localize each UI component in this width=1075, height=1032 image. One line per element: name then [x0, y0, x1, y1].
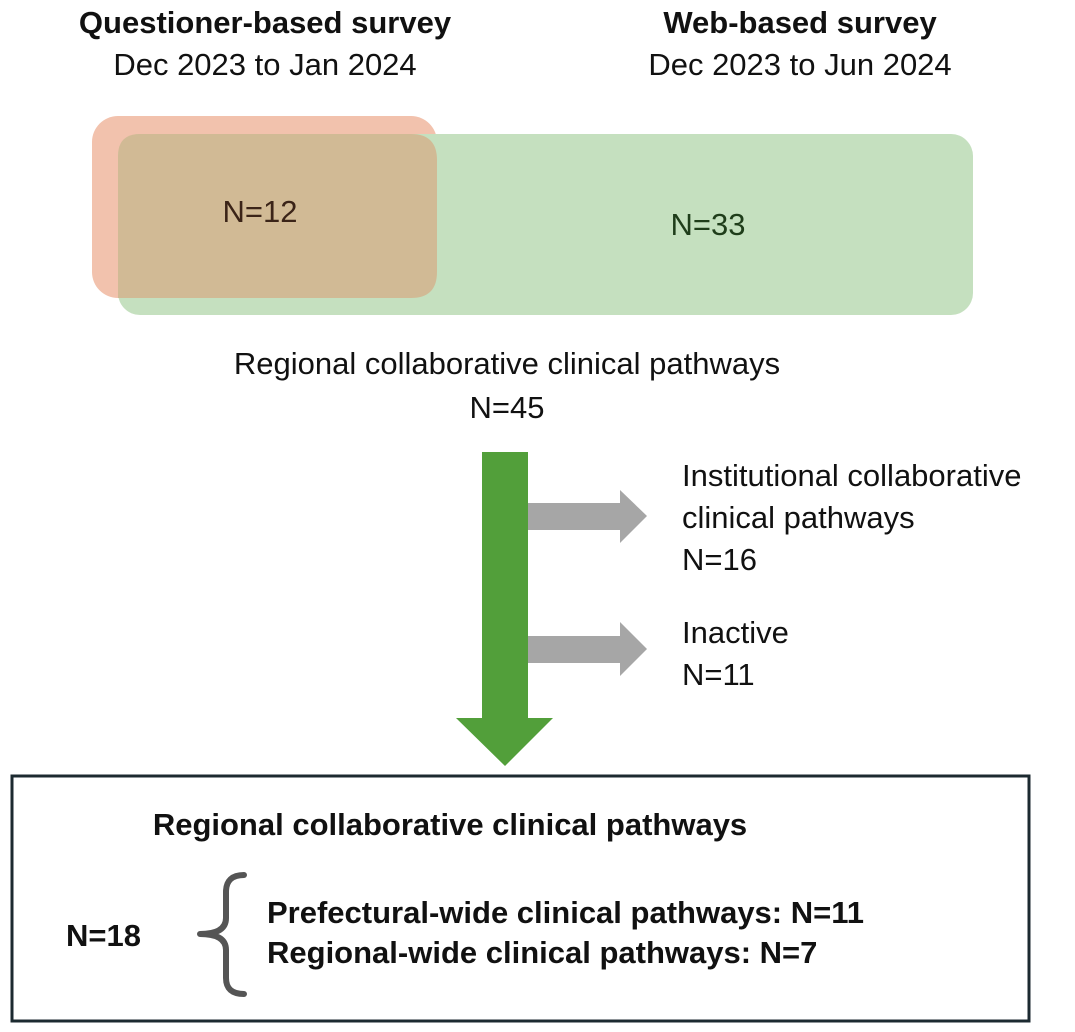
result-item-prefectural: Prefectural-wide clinical pathways: N=11	[267, 895, 864, 930]
questioner-survey-title: Questioner-based survey	[78, 5, 452, 40]
result-box	[10, 774, 1031, 1023]
overlap-region	[118, 134, 437, 298]
total-count: N=45	[469, 390, 545, 425]
exclusion-arrow-inactive	[528, 622, 647, 676]
excluded-inactive-label: Inactive	[682, 615, 789, 650]
excluded-inactive-count: N=11	[682, 657, 755, 692]
result-item-regional: Regional-wide clinical pathways: N=7	[267, 935, 818, 970]
main-arrow-shaft	[482, 452, 528, 722]
main-arrow-head	[456, 718, 553, 766]
questioner-survey-period: Dec 2023 to Jan 2024	[113, 47, 417, 82]
exclusion-arrow-institutional	[528, 490, 647, 543]
web-survey-title: Web-based survey	[663, 5, 937, 40]
web-survey-period: Dec 2023 to Jun 2024	[648, 47, 952, 82]
questioner-count: N=12	[222, 194, 298, 229]
web-count: N=33	[670, 207, 746, 242]
excluded-institutional-line1: Institutional collaborative	[682, 458, 1022, 493]
excluded-institutional-line2: clinical pathways	[682, 500, 915, 535]
result-count: N=18	[66, 918, 141, 953]
curly-bracket	[197, 872, 247, 997]
excluded-institutional-count: N=16	[682, 542, 757, 577]
total-label: Regional collaborative clinical pathways	[233, 346, 781, 381]
result-title: Regional collaborative clinical pathways	[152, 807, 748, 842]
